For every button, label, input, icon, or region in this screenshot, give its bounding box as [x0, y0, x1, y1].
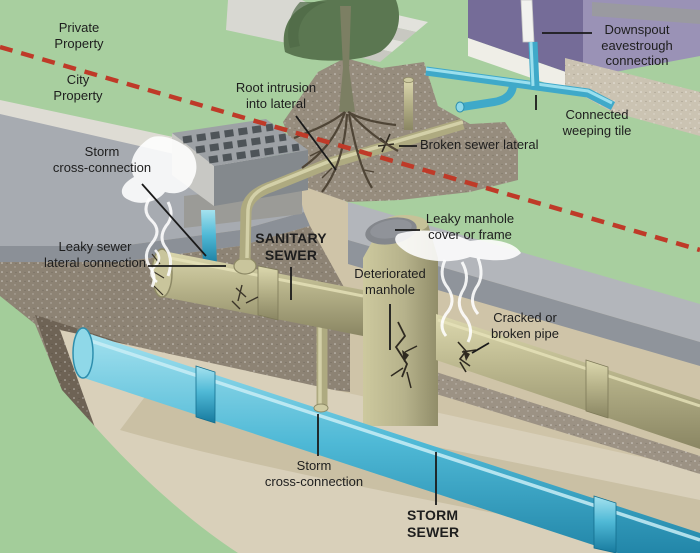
patio-texture [565, 58, 700, 136]
tree [283, 0, 400, 112]
label-storm-cross-lower: Storm cross-connection [264, 458, 364, 489]
label-broken-lateral: Broken sewer lateral [420, 137, 539, 152]
label-private-property: Private Property [54, 20, 104, 51]
leader-cracked-pipe [471, 342, 490, 354]
sanitary-sewer-pipe [151, 248, 700, 449]
house [468, 0, 700, 136]
house-foundation [468, 38, 583, 96]
water-leak-manhole-streams [440, 257, 483, 343]
leader-root-intrusion [295, 115, 337, 171]
leader-lines [141, 32, 592, 505]
label-sanitary-sewer: SANITARY SEWER [255, 230, 327, 263]
label-deteriorated-manhole: Deteriorated manhole [354, 266, 426, 297]
label-storm-sewer: STORM SEWER [407, 507, 460, 540]
label-cracked-pipe: Cracked or broken pipe [491, 310, 559, 341]
house-roofline [592, 2, 700, 24]
tree-trunk [339, 6, 355, 112]
downspout [520, 0, 535, 43]
catch-basin-pipe [201, 210, 217, 266]
label-city-property: City Property [53, 72, 103, 103]
water-leak-grate-streams [144, 197, 173, 288]
label-weeping-tile: Connected weeping tile [562, 107, 632, 138]
water-leak-manhole [395, 230, 521, 262]
tree-roots [293, 111, 399, 193]
cleanout-riser [403, 77, 414, 130]
water-leak-grate [121, 136, 197, 203]
property-line [0, 44, 700, 253]
label-root-intrusion: Root intrusion into lateral [235, 80, 317, 111]
label-leaky-lateral: Leaky sewer lateral connection [44, 239, 146, 270]
label-storm-cross-upper: Storm cross-connection [52, 144, 152, 175]
grass-foreground [0, 296, 238, 553]
weeping-tile-pipe [425, 41, 616, 113]
storm-cross-connection-tap [313, 403, 329, 413]
label-leaky-manhole: Leaky manhole cover or frame [425, 211, 515, 242]
storm-sewer-pipe [72, 327, 700, 553]
pipe-crack-left [231, 284, 259, 310]
manhole-crack [394, 321, 409, 378]
label-downspout-connection: Downspout eavestrough connection [601, 22, 673, 69]
lateral-junction [233, 257, 257, 275]
leader-storm-cross-upper [141, 183, 207, 257]
